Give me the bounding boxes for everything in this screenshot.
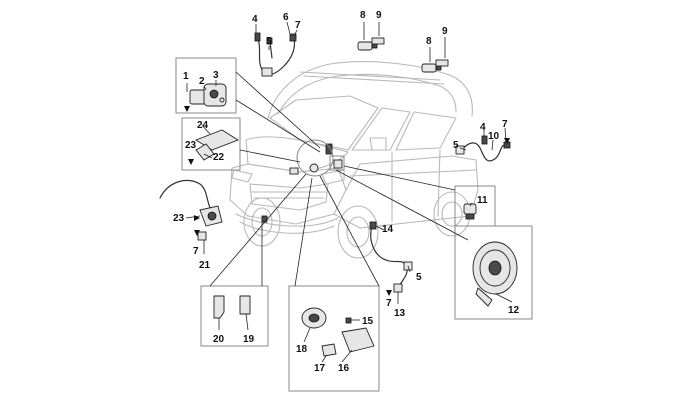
callout-23b: 23 [173, 213, 185, 224]
callout-9: 9 [376, 10, 382, 21]
top-wiring-harness [254, 32, 297, 77]
inset-component-group [301, 307, 375, 357]
callout-18: 18 [296, 344, 308, 355]
callout-7d: 7 [193, 246, 199, 257]
control-module-group [189, 83, 227, 107]
horn-12 [472, 241, 518, 307]
callout-7: 7 [295, 20, 301, 31]
callout-5: 5 [266, 36, 272, 47]
callout-6: 6 [283, 12, 289, 23]
callout-1: 1 [183, 71, 189, 82]
brackets-20-19 [213, 295, 251, 319]
callout-8: 8 [360, 10, 366, 21]
callout-23a: 23 [185, 140, 197, 151]
callout-9b: 9 [442, 26, 448, 37]
callout-7c: 7 [386, 298, 392, 309]
sensor-pair-top [357, 37, 449, 73]
callout-7b: 7 [502, 119, 508, 130]
left-wiring-harness [159, 179, 223, 241]
callout-24: 24 [197, 120, 209, 131]
callout-17: 17 [314, 363, 326, 374]
vehicle-outline [229, 61, 479, 259]
callout-5c: 5 [416, 272, 422, 283]
callout-2: 2 [199, 76, 205, 87]
callout-5b: 5 [453, 140, 459, 151]
sensor-11 [463, 203, 477, 220]
callout-20: 20 [213, 334, 225, 345]
callout-22: 22 [213, 152, 225, 163]
callout-11: 11 [477, 195, 488, 206]
direction-arrows [184, 106, 510, 296]
callout-13: 13 [394, 308, 406, 319]
callout-12: 12 [508, 305, 520, 316]
callout-14: 14 [382, 224, 394, 235]
leader-lines [185, 21, 513, 363]
callout-8b: 8 [426, 36, 432, 47]
callout-4: 4 [252, 14, 258, 25]
callout-16: 16 [338, 363, 350, 374]
callout-3: 3 [213, 70, 219, 81]
inset-frames [175, 57, 533, 392]
bracket-assembly [194, 129, 240, 161]
callout-10: 10 [488, 131, 500, 142]
callout-21: 21 [199, 260, 211, 271]
callout-labels: 1 2 3 4 5 6 7 8 9 8 9 24 23 22 4 5 7 10 … [173, 10, 520, 374]
callout-15: 15 [362, 316, 374, 327]
right-wiring-harness [455, 135, 511, 162]
callout-19: 19 [243, 334, 255, 345]
callout-4b: 4 [480, 122, 486, 133]
